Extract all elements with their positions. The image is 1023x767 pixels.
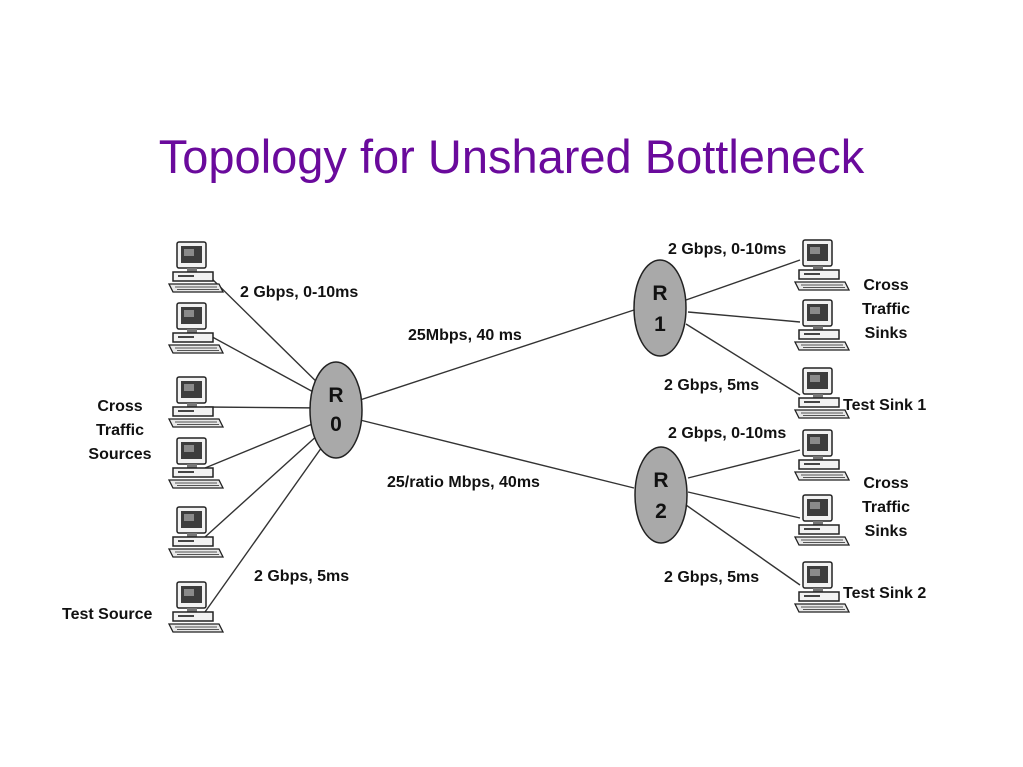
link-source-5 (204, 423, 331, 538)
router-r1: R 1 (633, 259, 687, 357)
link-source-4 (204, 417, 328, 469)
link-r1-sink-2 (687, 311, 801, 323)
link-r2-sink-2 (687, 491, 801, 519)
group-label-line: Cross (97, 398, 142, 415)
router-r0-number: 0 (330, 413, 342, 436)
link-r0-r2 (359, 419, 635, 489)
computer-icon (168, 241, 224, 293)
group-test-source: Test Source (62, 606, 153, 623)
router-r0: R 0 (309, 361, 363, 459)
group-label-line: Sinks (865, 325, 908, 342)
link-test-source (204, 429, 335, 613)
link-source-3 (204, 406, 327, 409)
group-label-line: Traffic (862, 499, 910, 516)
link-r2-sink-1 (687, 449, 801, 479)
label-r1-test-link: 2 Gbps, 5ms (664, 377, 759, 394)
link-source-1 (204, 271, 331, 396)
page-title: Topology for Unshared Bottleneck (158, 130, 865, 184)
link-r2-test-sink (685, 504, 801, 586)
group-label-line: Sinks (865, 523, 908, 540)
link-r0-r1 (359, 309, 635, 401)
link-r1-sink-1 (685, 259, 801, 301)
link-r1-test-sink (685, 323, 801, 396)
computer-icon (168, 437, 224, 489)
label-r0-r1-link: 25Mbps, 40 ms (408, 327, 522, 344)
group-cross-traffic-sinks-1: Cross Traffic Sinks (862, 277, 910, 342)
group-test-sink-1: Test Sink 1 (843, 397, 926, 414)
computer-icon (794, 561, 850, 613)
router-r1-number: 1 (654, 313, 666, 336)
computer-icon (168, 302, 224, 354)
computer-icon (168, 506, 224, 558)
links (204, 259, 801, 613)
computer-icon (794, 429, 850, 481)
source-computers (168, 241, 224, 633)
computer-icon (168, 376, 224, 428)
label-source-link: 2 Gbps, 0-10ms (240, 284, 358, 301)
label-r0-r2-link: 25/ratio Mbps, 40ms (387, 474, 540, 491)
computer-icon (794, 494, 850, 546)
group-label-line: Cross (863, 475, 908, 492)
group-cross-traffic-sources: Cross Traffic Sources (88, 398, 151, 463)
computer-icon (794, 299, 850, 351)
group-label-line: Traffic (862, 301, 910, 318)
router-r1-letter: R (652, 282, 667, 305)
link-source-2 (204, 332, 329, 401)
router-r0-letter: R (328, 384, 343, 407)
router-r2-letter: R (653, 469, 668, 492)
group-label-line: Sources (88, 446, 151, 463)
label-r2-test-link: 2 Gbps, 5ms (664, 569, 759, 586)
router-r2: R 2 (634, 446, 688, 544)
sink-computers (794, 239, 850, 613)
label-r2-sink-link: 2 Gbps, 0-10ms (668, 425, 786, 442)
group-label-line: Cross (863, 277, 908, 294)
computer-icon (794, 239, 850, 291)
computer-icon (168, 581, 224, 633)
label-r1-sink-link: 2 Gbps, 0-10ms (668, 241, 786, 258)
computer-icon (794, 367, 850, 419)
group-cross-traffic-sinks-2: Cross Traffic Sinks (862, 475, 910, 540)
label-test-source-link: 2 Gbps, 5ms (254, 568, 349, 585)
router-r2-number: 2 (655, 500, 667, 523)
group-label-line: Traffic (96, 422, 144, 439)
group-test-sink-2: Test Sink 2 (843, 585, 926, 602)
